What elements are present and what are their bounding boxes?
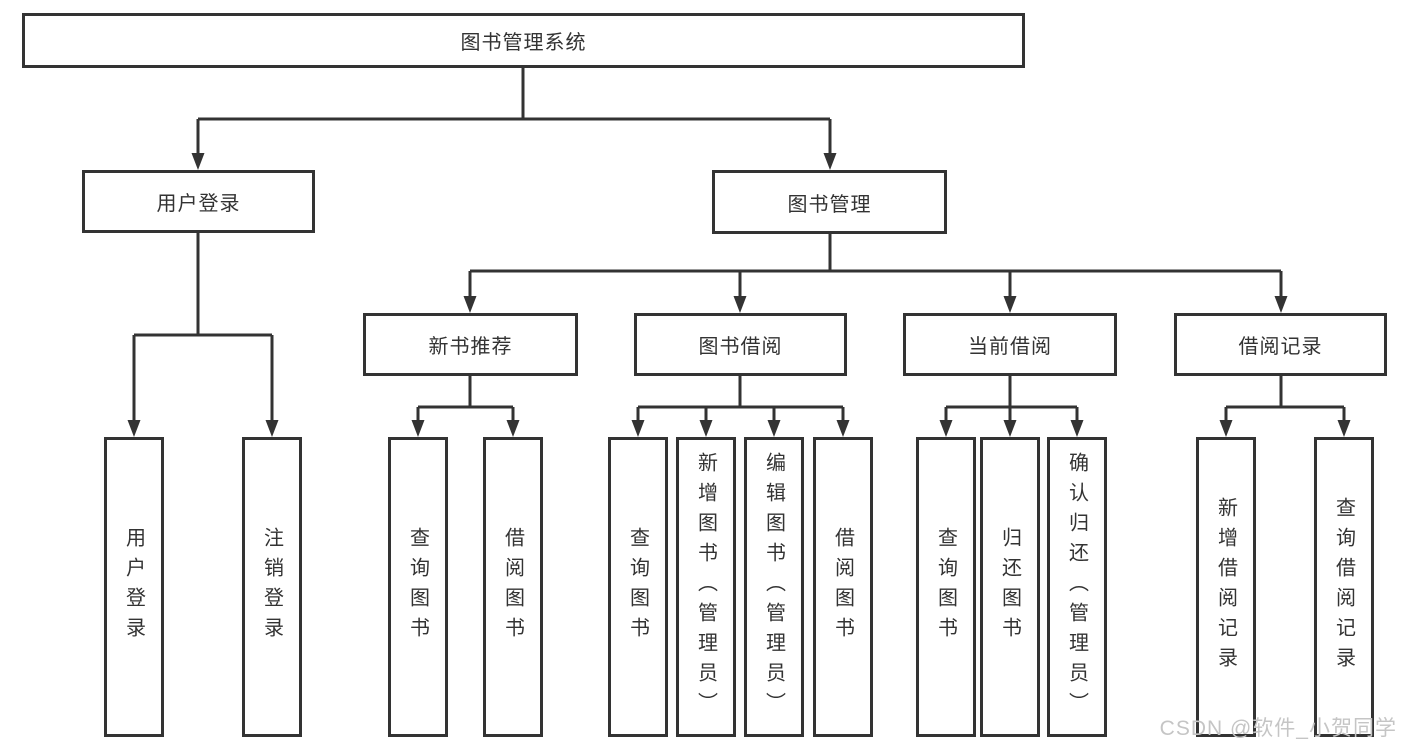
node-label: 确认归还（管理员） [1065,452,1088,722]
node-label: 借阅记录 [1238,336,1323,358]
leaf-add-books-admin: 新增图书（管理员） [676,437,736,737]
connector-current-borrowing-children [939,376,1084,437]
node-label: 新增图书（管理员） [694,452,717,722]
node-user-login: 用户登录 [82,170,315,233]
node-label: 注销登录 [260,527,283,647]
connector-book-borrowing-children [631,376,850,437]
node-current-borrowing: 当前借阅 [903,313,1117,376]
node-label: 查询图书 [934,527,957,647]
leaf-add-borrow-record: 新增借阅记录 [1196,437,1256,737]
connector-book-management-children [463,234,1288,313]
leaf-query-books-current: 查询图书 [916,437,976,737]
node-borrowing-records: 借阅记录 [1174,313,1387,376]
node-label: 归还图书 [998,527,1021,647]
connector-new-book-recommend-children [411,376,520,437]
csdn-watermark: CSDN @软件_小贺同学 [1159,717,1397,740]
node-new-book-recommend: 新书推荐 [363,313,578,376]
leaf-query-books-recommend: 查询图书 [388,437,448,737]
connector-borrowing-records-children [1219,376,1351,437]
leaf-borrow-books-borrowing: 借阅图书 [813,437,873,737]
connector-user-login-children [127,233,279,437]
node-label: 查询借阅记录 [1332,497,1355,677]
node-label: 图书管理系统 [460,32,587,54]
leaf-confirm-return-admin: 确认归还（管理员） [1047,437,1107,737]
leaf-query-borrow-record: 查询借阅记录 [1314,437,1374,737]
node-label: 新书推荐 [428,336,513,358]
leaf-return-books: 归还图书 [980,437,1040,737]
node-label: 查询图书 [406,527,429,647]
node-label: 编辑图书（管理员） [762,452,785,722]
leaf-user-login: 用户登录 [104,437,164,737]
leaf-query-books-borrowing: 查询图书 [608,437,668,737]
node-label: 图书管理 [787,193,872,216]
node-book-borrowing: 图书借阅 [634,313,847,376]
node-label: 查询图书 [626,527,649,647]
node-root: 图书管理系统 [22,13,1025,68]
connector-root-to-level2 [191,68,837,170]
node-label: 图书借阅 [698,336,783,358]
node-label: 借阅图书 [831,527,854,647]
leaf-logout-login: 注销登录 [242,437,302,737]
node-label: 用户登录 [156,193,241,215]
leaf-edit-books-admin: 编辑图书（管理员） [744,437,804,737]
node-label: 用户登录 [122,527,145,647]
node-label: 借阅图书 [501,527,524,647]
node-label: 当前借阅 [968,336,1052,358]
node-book-management: 图书管理 [712,170,947,234]
leaf-borrow-books-recommend: 借阅图书 [483,437,543,737]
node-label: 新增借阅记录 [1214,497,1237,677]
